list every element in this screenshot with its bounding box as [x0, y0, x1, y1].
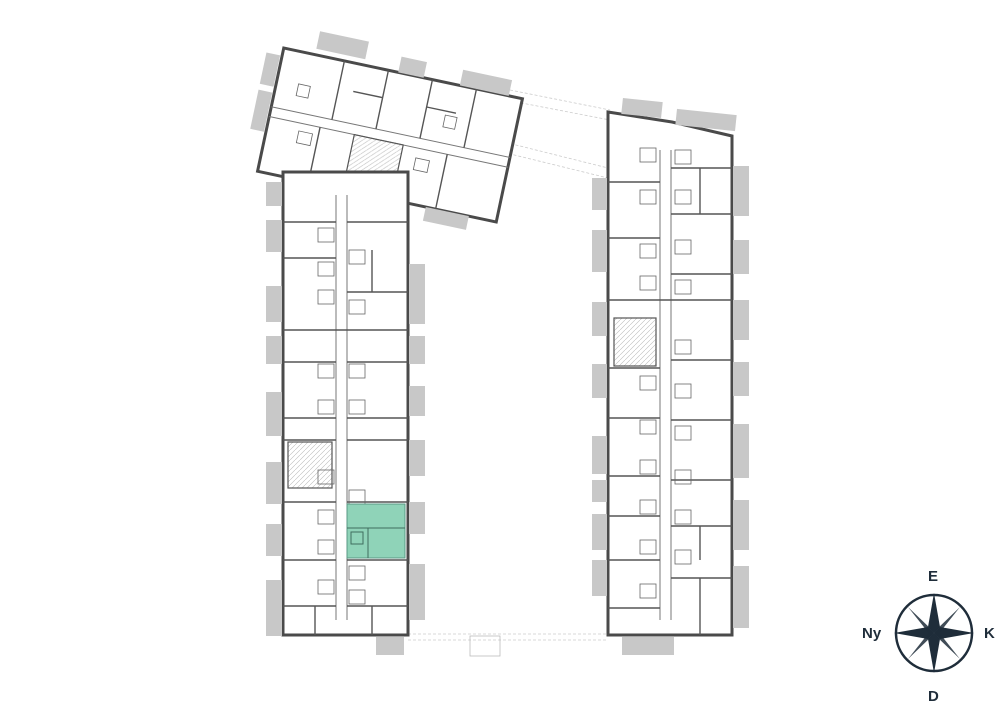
right-wing [592, 97, 749, 655]
compass-rose [894, 593, 974, 673]
compass-east-label: K [984, 625, 995, 642]
entrance-canopy [469, 635, 501, 657]
north-wing [250, 31, 525, 230]
compass-north-label: E [928, 568, 939, 585]
compass-south-label: D [928, 688, 939, 705]
left-wing [266, 170, 425, 655]
connector-lines [408, 89, 611, 641]
compass-west-label: Ny [862, 625, 882, 642]
highlighted-apartment[interactable] [346, 503, 406, 559]
